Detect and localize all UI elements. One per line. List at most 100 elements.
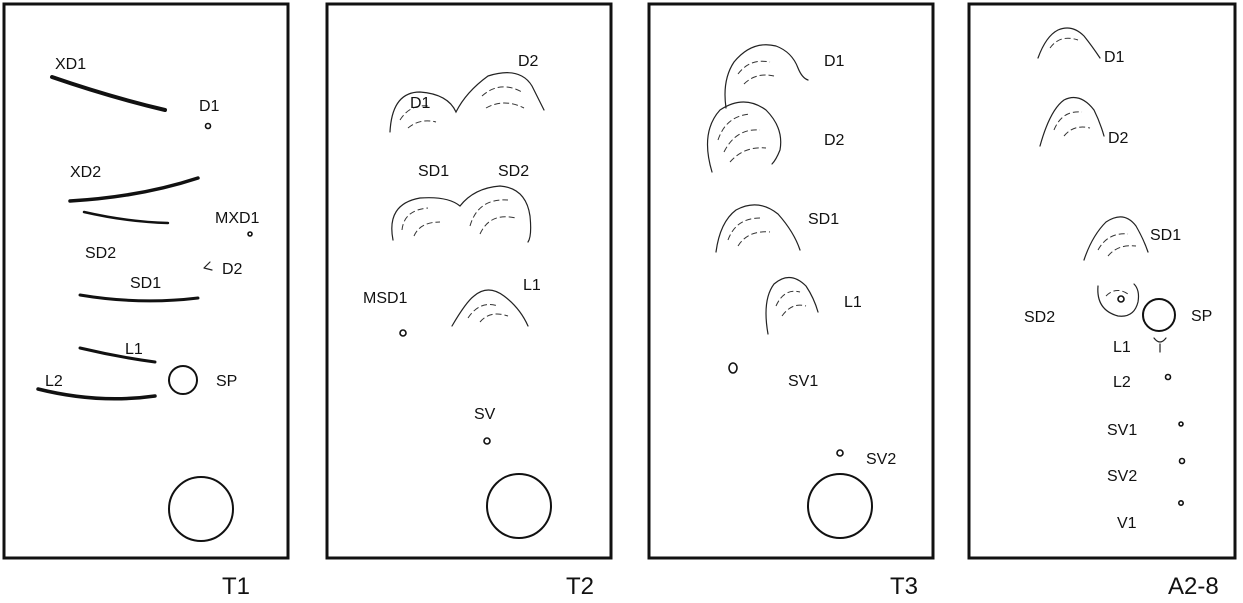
verruca-sd2-ring	[469, 199, 509, 227]
label-sp: SP	[1191, 308, 1212, 325]
verruca-d2	[706, 101, 782, 173]
seta-sd1	[78, 293, 200, 303]
verruca-sd1-ring	[1097, 233, 1129, 251]
seta-xd2	[68, 176, 200, 203]
label-sv: SV	[474, 406, 496, 423]
label-msd1: MSD1	[363, 290, 408, 307]
label-xd2: XD2	[70, 164, 101, 181]
socket-l2	[1164, 373, 1172, 381]
verruca-l1-ring-2	[781, 304, 807, 317]
label-xd1: XD1	[55, 56, 86, 73]
label-d1: D1	[824, 53, 845, 70]
socket-msd1	[399, 329, 407, 337]
seta-xd1	[50, 75, 167, 112]
caption-a2-8: A2-8	[1168, 573, 1219, 600]
socket-sv2	[836, 449, 844, 457]
panel-t3-frame	[647, 2, 935, 560]
socket-sv	[483, 437, 491, 445]
verruca-sd1-ring	[401, 207, 429, 231]
label-mxd1: MXD1	[215, 210, 260, 227]
caption-t3: T3	[890, 573, 918, 600]
label-sv1: SV1	[788, 373, 818, 390]
label-sd2: SD2	[498, 163, 529, 180]
socket-sv2	[1178, 457, 1186, 465]
verruca-sd2-ring	[1105, 290, 1129, 297]
verruca-d1-ring	[1049, 37, 1079, 49]
verruca-sd1	[715, 204, 801, 253]
label-d2: D2	[222, 261, 243, 278]
seta-l2	[36, 387, 157, 401]
seta-l1	[78, 346, 157, 364]
verruca-sd1-ring-2	[413, 221, 441, 237]
verruca-sd1-sd2	[391, 185, 532, 243]
label-sd1: SD1	[130, 275, 161, 292]
verruca-sd2	[1097, 283, 1140, 317]
label-l2: L2	[45, 373, 63, 390]
panel-t2-frame	[325, 2, 613, 560]
verruca-l1-ring	[467, 304, 499, 319]
panel-a2-8-frame	[967, 2, 1237, 560]
verruca-d2-ring	[717, 113, 751, 141]
spiracle-sp	[168, 365, 198, 395]
label-l1: L1	[125, 341, 143, 358]
t2-large-circle	[486, 473, 552, 539]
label-sd1: SD1	[1150, 227, 1181, 244]
verruca-d1	[1037, 27, 1101, 59]
socket-d2	[203, 261, 213, 271]
socket-sv1	[1178, 421, 1184, 427]
verruca-sd2-center	[1117, 295, 1125, 303]
caption-t1: T1	[222, 573, 250, 600]
verruca-l1-ring-2	[479, 313, 509, 323]
socket-d1	[204, 122, 212, 130]
verruca-sd1	[1083, 216, 1149, 261]
panel-t2: D1 D2 SD1 SD2 MSD1 L1 SV T2	[325, 2, 613, 600]
label-sp: SP	[216, 373, 237, 390]
label-sd1: SD1	[808, 211, 839, 228]
verruca-d2-ring-3	[729, 147, 767, 163]
prothoracic-circle	[168, 476, 234, 542]
caption-t2: T2	[566, 573, 594, 600]
panel-t1: XD1 D1 XD2 MXD1 SD2 D2 SD1 L1 L2 SP T1	[2, 2, 290, 600]
socket-sv1	[728, 362, 738, 374]
label-d1: D1	[1104, 49, 1125, 66]
label-sd1: SD1	[418, 163, 449, 180]
label-d2: D2	[824, 132, 845, 149]
verruca-d1-ring-2	[407, 120, 437, 129]
verruca-d2-ring-2	[1063, 126, 1091, 137]
socket-l1	[1153, 337, 1167, 353]
label-d1: D1	[410, 95, 431, 112]
label-l2: L2	[1113, 374, 1131, 391]
label-d2: D2	[1108, 130, 1129, 147]
verruca-d2-ring	[1053, 111, 1083, 131]
panel-t3: D1 D2 SD1 L1 SV1 SV2 T3	[647, 2, 935, 600]
label-l1: L1	[523, 277, 541, 294]
label-v1: V1	[1117, 515, 1137, 532]
verruca-d1-d2	[389, 72, 545, 133]
verruca-d1-ring-2	[743, 74, 775, 85]
verruca-sd1-ring-2	[737, 231, 771, 247]
label-sv1: SV1	[1107, 422, 1137, 439]
panel-t1-frame	[2, 2, 290, 560]
socket-v1	[1178, 499, 1185, 506]
verruca-d2-ring-2	[723, 129, 761, 153]
verruca-d2	[1039, 97, 1105, 147]
label-l1: L1	[1113, 339, 1131, 356]
verruca-d2-ring-2	[485, 102, 525, 109]
verruca-l1-ring	[775, 290, 801, 307]
verruca-d1-ring	[737, 60, 771, 75]
panel-a2-8: D1 D2 SD1 SD2 SP L1 L2 SV1 SV2 V1 A2-8	[967, 2, 1237, 600]
verruca-l1	[451, 289, 529, 327]
verruca-sd1-ring-2	[1107, 245, 1137, 257]
label-sd2: SD2	[85, 245, 116, 262]
label-sv2: SV2	[866, 451, 896, 468]
verruca-d1-ring	[399, 105, 429, 121]
label-d1: D1	[199, 98, 220, 115]
verruca-sd1-ring	[727, 217, 761, 241]
socket-mxd1	[247, 231, 253, 237]
label-sd2: SD2	[1024, 309, 1055, 326]
verruca-d2-ring	[481, 86, 523, 97]
label-sv2: SV2	[1107, 468, 1137, 485]
label-d2: D2	[518, 53, 539, 70]
seta-sd2	[82, 210, 170, 225]
